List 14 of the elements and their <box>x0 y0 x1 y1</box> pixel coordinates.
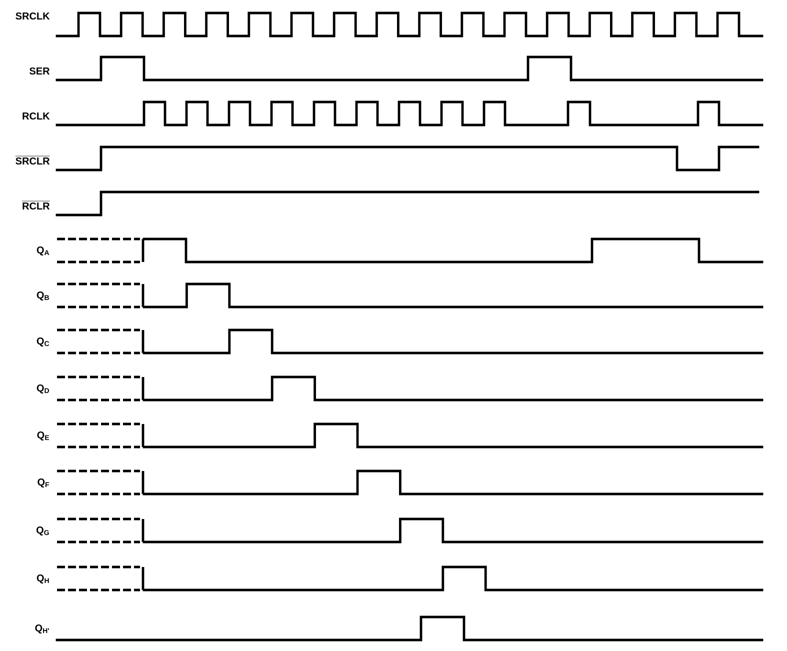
signal-label: Q$_{A}$ <box>36 246 50 256</box>
signal-label: Q$_{D}$ <box>36 384 49 394</box>
signal-label: SER <box>30 67 50 75</box>
signal-label: Q$_{H'}$ <box>35 624 49 634</box>
signal-label: Q$_{C}$ <box>36 338 50 346</box>
signal-label: Q$_{G}$ <box>36 526 49 536</box>
signal-label: Q$_{F}$ <box>38 478 50 488</box>
signal-label: Q$_{E}$ <box>37 432 50 440</box>
signal-label: SRCLR <box>15 156 50 165</box>
signal-label: Q$_{H}$ <box>36 574 49 584</box>
signal-label: RCLK <box>22 112 50 120</box>
signal-label: RCLR <box>22 200 50 210</box>
signal-label: Q$_{B}$ <box>36 292 49 300</box>
signal-label: SRCLK <box>16 12 50 20</box>
